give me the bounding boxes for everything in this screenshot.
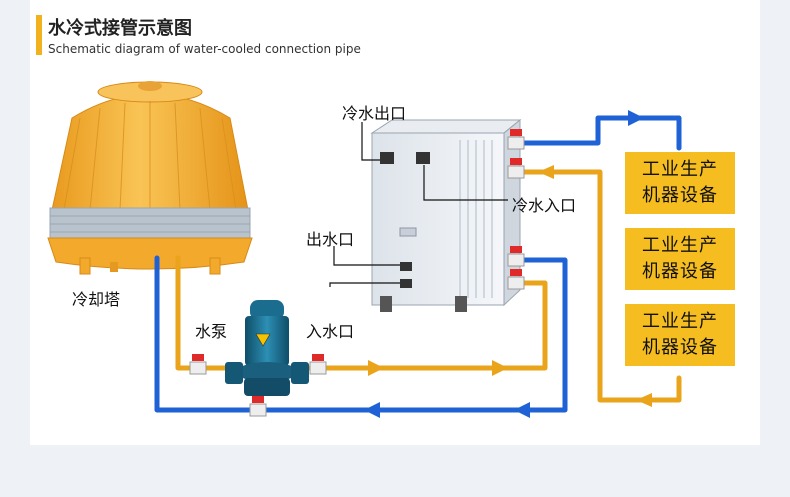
arrow-supply-1 bbox=[368, 360, 384, 376]
machine-box-line2: 机器设备 bbox=[642, 185, 718, 206]
leader-lines bbox=[329, 122, 508, 287]
arrow-machine-return bbox=[636, 393, 652, 407]
arrow-chilled-in bbox=[538, 165, 554, 179]
label-water-out: 出水口 bbox=[306, 230, 355, 249]
page-subtitle: Schematic diagram of water-cooled connec… bbox=[48, 42, 361, 56]
machine-box-line2: 机器设备 bbox=[642, 261, 718, 282]
water-pump-icon bbox=[225, 300, 309, 396]
arrow-supply-2 bbox=[492, 360, 508, 376]
label-chilled-out: 冷水出口 bbox=[342, 104, 407, 123]
header-accent-bar bbox=[36, 15, 42, 55]
label-chilled-in: 冷水入口 bbox=[512, 196, 577, 215]
cooling-tower-icon bbox=[47, 81, 253, 275]
valve-icon bbox=[189, 129, 525, 417]
machine-box-3: 工业生产 机器设备 bbox=[625, 304, 735, 366]
label-pump: 水泵 bbox=[195, 322, 228, 341]
machine-box-line1: 工业生产 bbox=[642, 235, 718, 256]
arrow-chilled-out bbox=[628, 110, 644, 126]
pipe-chilled-out bbox=[425, 115, 682, 151]
page-title: 水冷式接管示意图 bbox=[48, 18, 192, 39]
machine-box-1: 工业生产 机器设备 bbox=[625, 152, 735, 214]
machine-box-line1: 工业生产 bbox=[642, 159, 718, 180]
machine-box-line1: 工业生产 bbox=[642, 311, 718, 332]
machine-box-2: 工业生产 机器设备 bbox=[625, 228, 735, 290]
machine-box-line2: 机器设备 bbox=[642, 337, 718, 358]
label-cooling-tower: 冷却塔 bbox=[72, 290, 121, 309]
label-water-in: 入水口 bbox=[306, 322, 355, 341]
arrow-return-2 bbox=[364, 402, 380, 418]
arrow-return-1 bbox=[514, 402, 530, 418]
